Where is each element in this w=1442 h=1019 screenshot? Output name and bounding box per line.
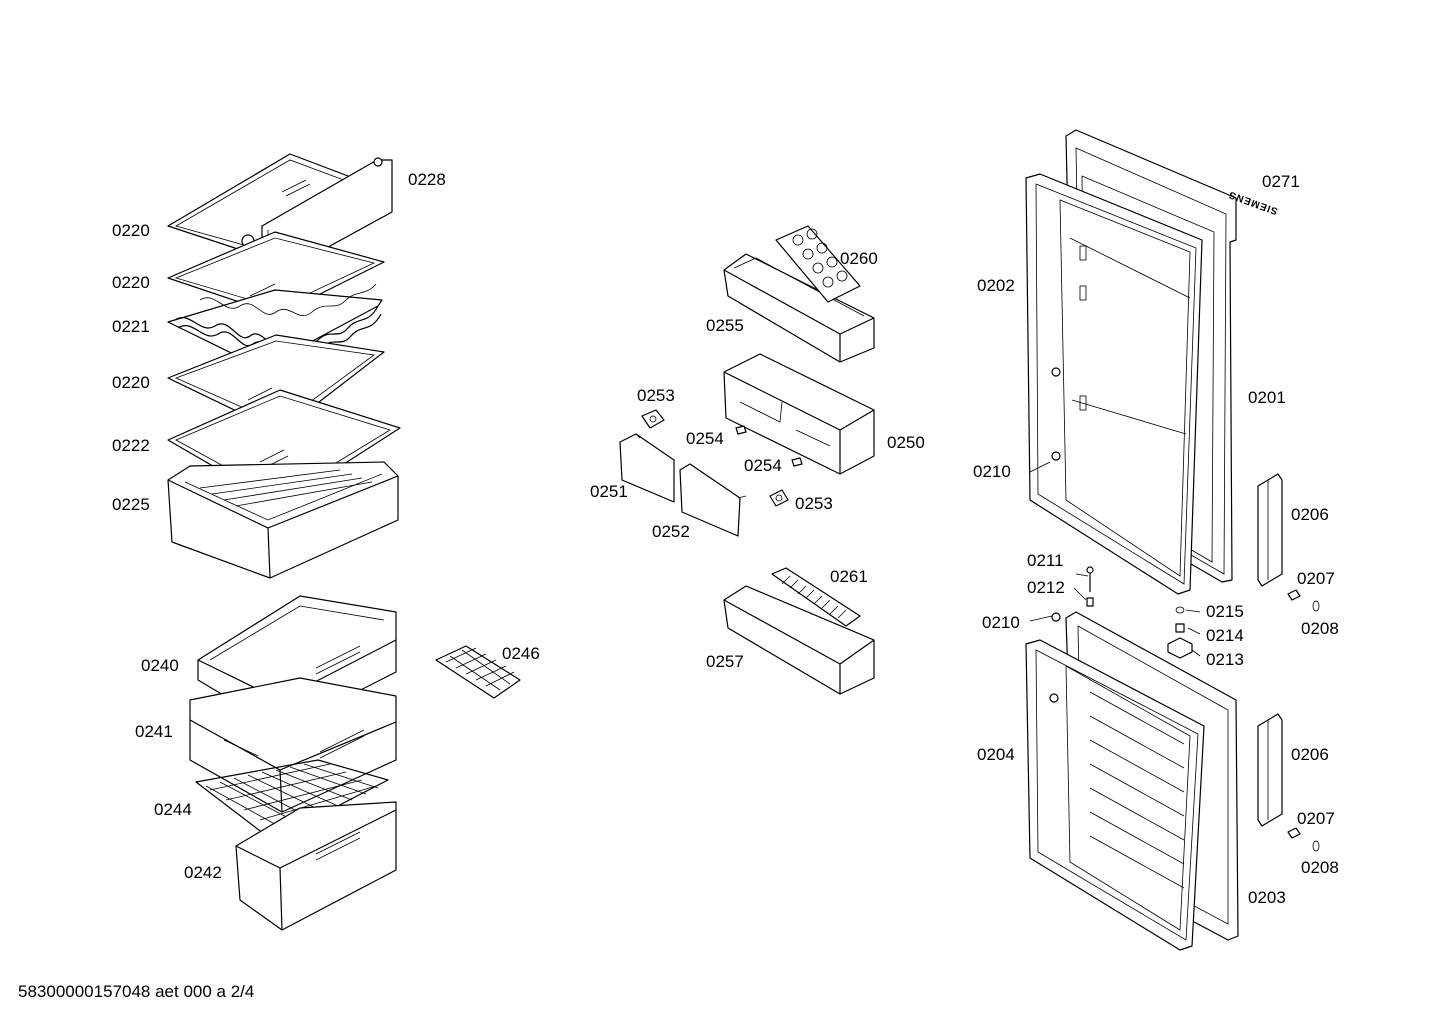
label-0271: 0271 [1262, 172, 1300, 191]
label-0207: 0207 [1297, 569, 1335, 588]
label-0254: 0254 [686, 429, 724, 448]
part-0260-egg-tray [775, 225, 861, 303]
label-0212: 0212 [1027, 578, 1065, 597]
part-0244-wire-rack [195, 759, 389, 841]
label-0208: 0208 [1301, 619, 1339, 638]
part-0254-pin-b [791, 457, 803, 467]
part-0208-washer-upper [1312, 600, 1320, 612]
label-0257: 0257 [706, 652, 744, 671]
label-0210: 0210 [973, 462, 1011, 481]
part-0246-ice-tray [435, 645, 521, 699]
part-0252-flap [679, 463, 747, 537]
label-0204: 0204 [977, 745, 1015, 764]
label-0261: 0261 [830, 567, 868, 586]
part-0257-door-bin [723, 585, 875, 695]
part-0214-pin [1175, 623, 1185, 633]
label-0220: 0220 [112, 221, 150, 240]
part-0215-cap [1175, 606, 1185, 614]
label-0254: 0254 [744, 456, 782, 475]
part-0212-bushing [1086, 597, 1094, 607]
label-0210: 0210 [982, 613, 1020, 632]
part-0254-pin-a [735, 425, 747, 435]
part-0253-clip-a [641, 409, 665, 429]
label-0253: 0253 [637, 386, 675, 405]
label-0225: 0225 [112, 495, 150, 514]
label-0202: 0202 [977, 276, 1015, 295]
leader-lines [1029, 461, 1201, 657]
label-0251: 0251 [590, 482, 628, 501]
label-0220: 0220 [112, 373, 150, 392]
label-0206: 0206 [1291, 745, 1329, 764]
label-0215: 0215 [1206, 602, 1244, 621]
label-0255: 0255 [706, 316, 744, 335]
label-0201: 0201 [1248, 388, 1286, 407]
part-0253-clip-b [769, 489, 789, 507]
label-0241: 0241 [135, 722, 173, 741]
part-0202-upper-door-gasket [1025, 173, 1203, 595]
part-0210-bolt-lower [1051, 612, 1061, 622]
part-0207-screw-lower [1287, 827, 1301, 839]
part-0207-screw-upper [1287, 589, 1301, 601]
label-0208: 0208 [1301, 858, 1339, 877]
part-0251-flap [619, 433, 675, 503]
part-0211-screw [1086, 566, 1094, 592]
label-0246: 0246 [502, 644, 540, 663]
part-0250-door-bin [723, 353, 875, 475]
label-0228: 0228 [408, 170, 446, 189]
label-0213: 0213 [1206, 650, 1244, 669]
label-0253: 0253 [795, 494, 833, 513]
label-0242: 0242 [184, 863, 222, 882]
label-0211: 0211 [1027, 551, 1064, 570]
part-0208-washer-lower [1312, 840, 1320, 852]
label-0214: 0214 [1206, 626, 1244, 645]
label-0203: 0203 [1248, 888, 1286, 907]
part-0225-tray [167, 461, 399, 579]
part-0242-drawer [235, 801, 397, 931]
label-0244: 0244 [154, 800, 192, 819]
label-0252: 0252 [652, 522, 690, 541]
footer-reference: 58300000157048 aet 000 a 2/4 [18, 982, 255, 1001]
label-0222: 0222 [112, 436, 150, 455]
label-0221: 0221 [112, 317, 150, 336]
label-0260: 0260 [840, 249, 878, 268]
label-0207: 0207 [1297, 809, 1335, 828]
part-0206-hinge-lower [1257, 713, 1283, 827]
part-0261-divider [771, 567, 861, 627]
part-0204-lower-door-gasket [1025, 639, 1205, 951]
label-0206: 0206 [1291, 505, 1329, 524]
label-0240: 0240 [141, 656, 179, 675]
label-0220: 0220 [112, 273, 150, 292]
part-0255-door-bin [723, 253, 875, 363]
part-0241-drawer [189, 677, 397, 813]
label-0250: 0250 [887, 433, 925, 452]
part-0206-hinge-upper [1257, 473, 1283, 587]
part-0213-block [1167, 637, 1193, 659]
